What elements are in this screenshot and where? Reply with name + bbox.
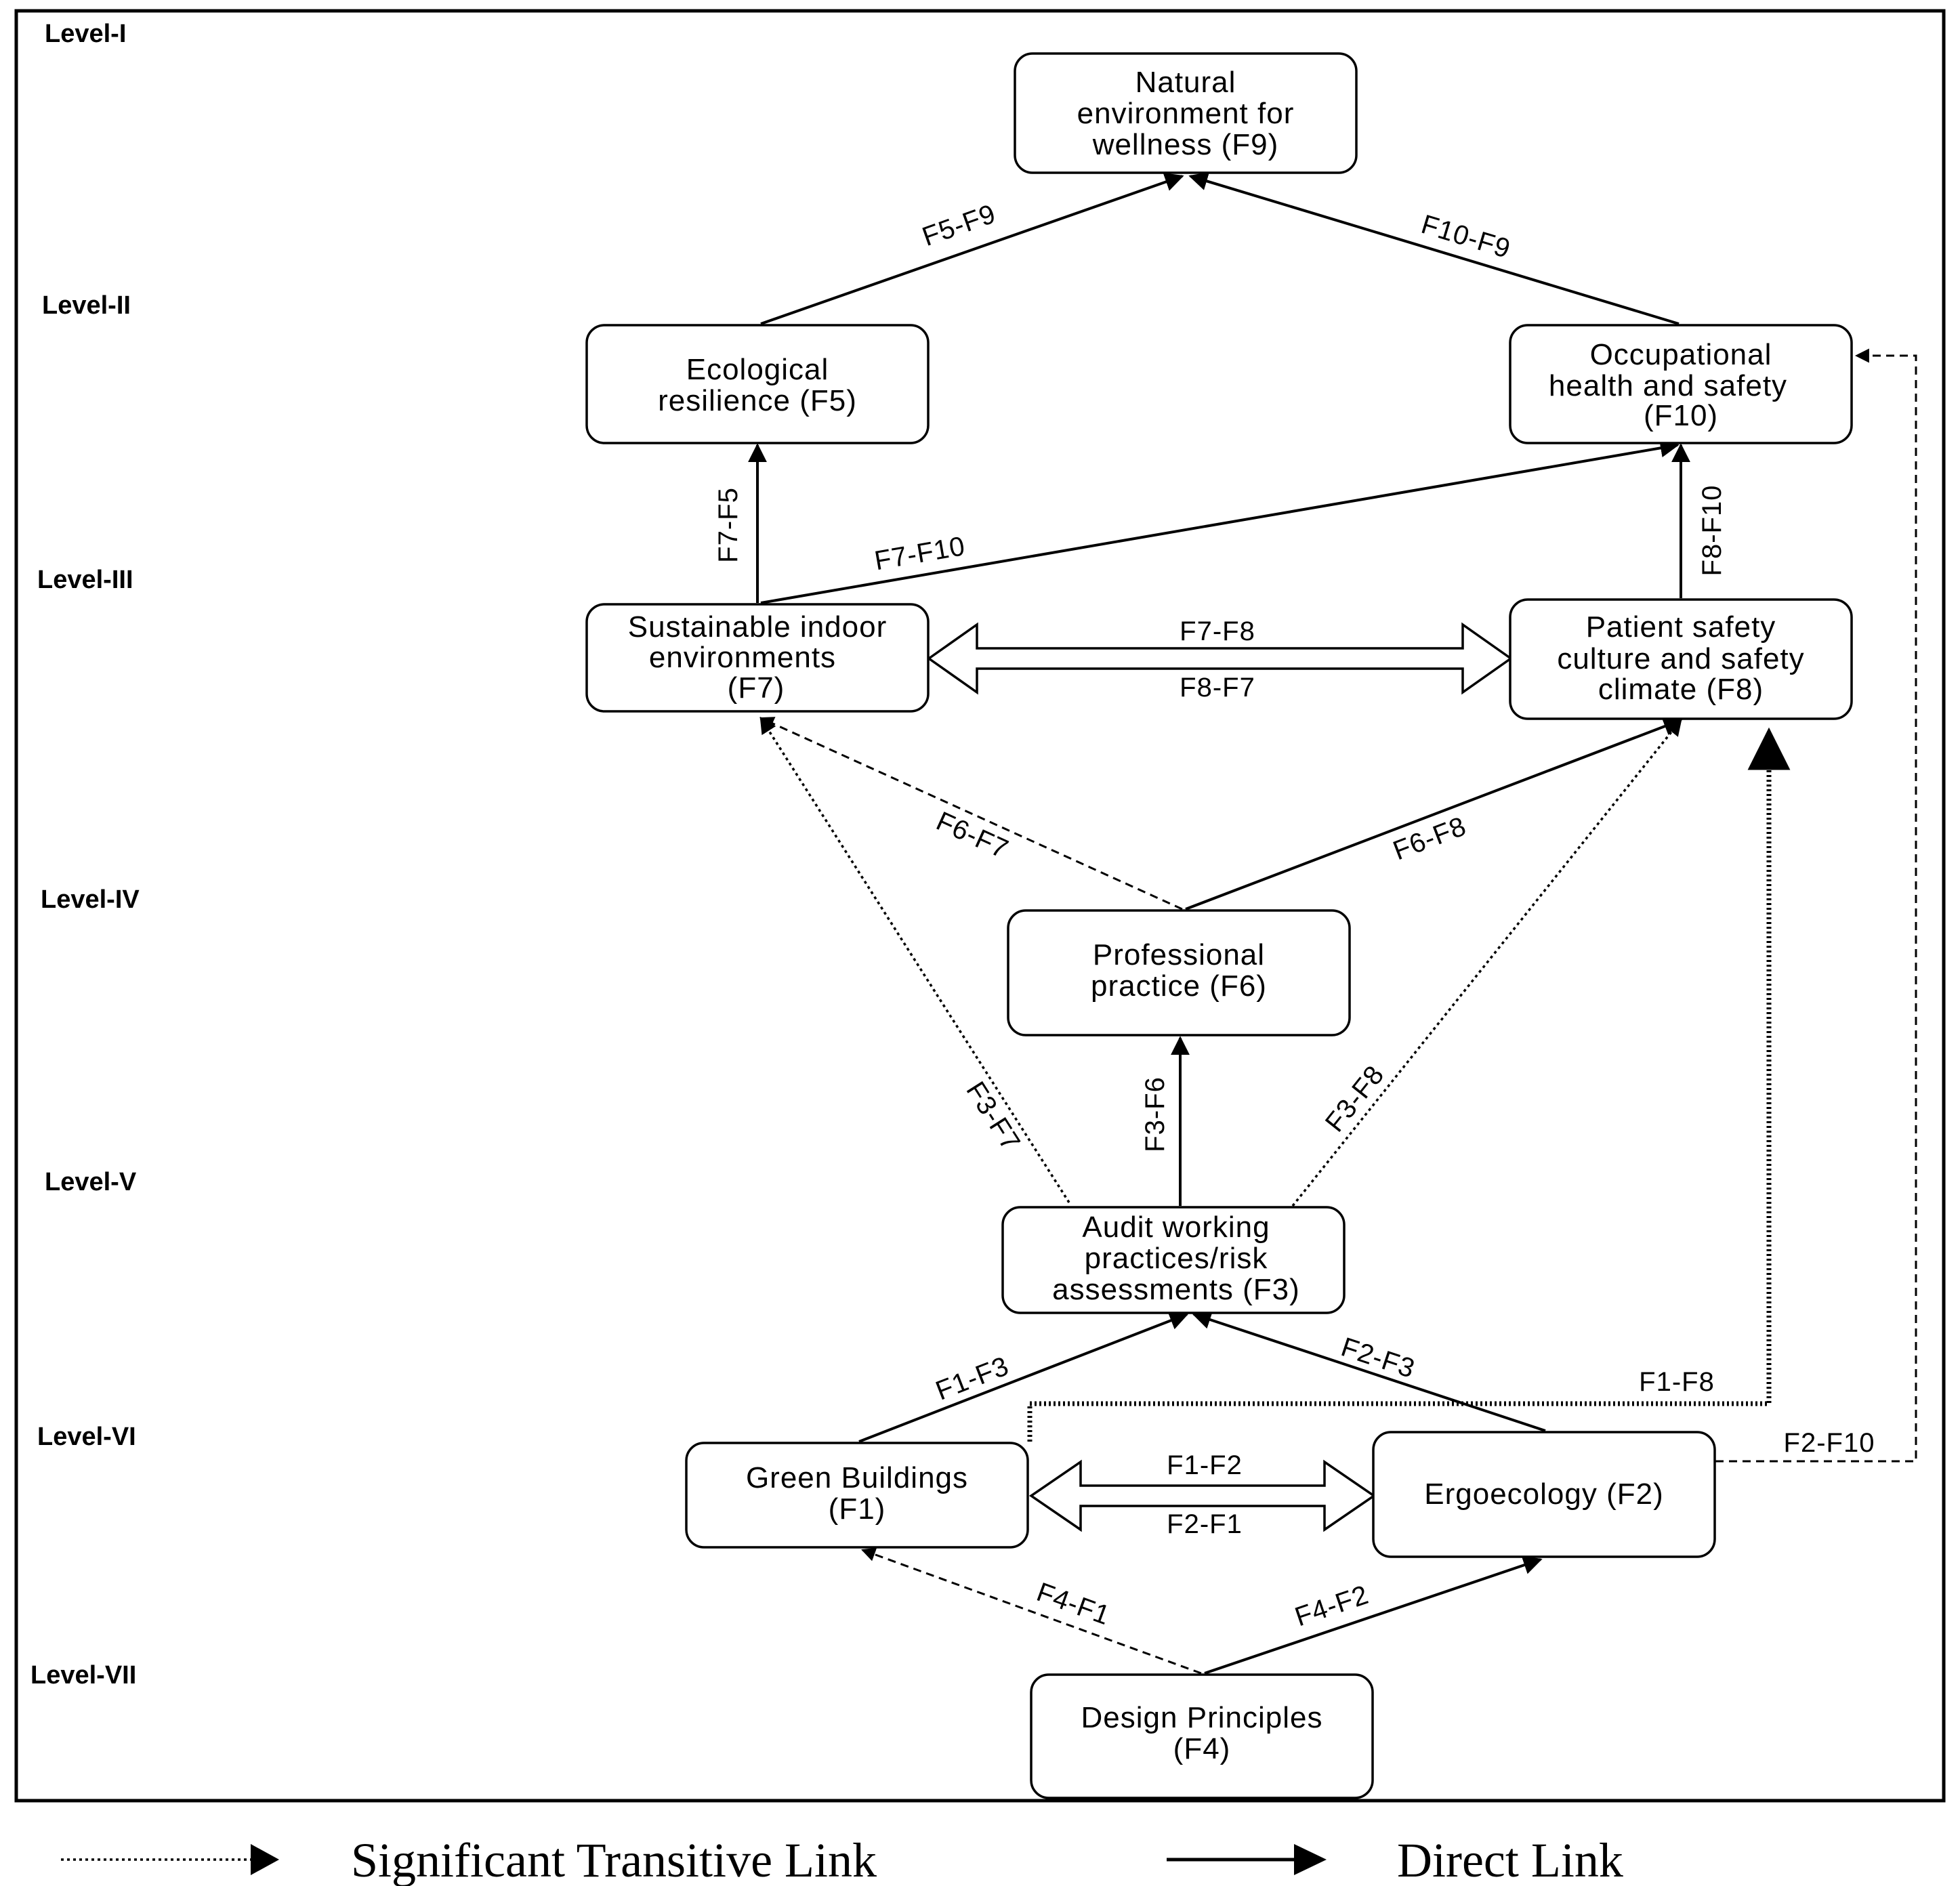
edge-label-f6-f7: F6-F7: [932, 806, 1013, 864]
level-label-5: Level-V: [45, 1168, 137, 1196]
edge-label-f4-f1: F4-F1: [1033, 1577, 1114, 1631]
node-f3: Audit working practices/risk assessments…: [1001, 1206, 1346, 1314]
edge-label-f2-f10: F2-F10: [1784, 1428, 1875, 1458]
edge-label-f3-f7: F3-F7: [960, 1076, 1026, 1156]
node-f7: Sustainable indoor environments (F7): [585, 603, 930, 713]
node-f10-line-2: health and safety: [1549, 369, 1787, 402]
edge-label-f1-f2: F1-F2: [1167, 1450, 1243, 1480]
edge-label-f8-f10: F8-F10: [1697, 485, 1727, 577]
node-f6: Professional practice (F6): [1007, 909, 1351, 1036]
node-f6-line-2: practice (F6): [1091, 969, 1267, 1003]
node-f5-line-2: resilience (F5): [658, 384, 857, 417]
node-f7-line-3: (F7): [728, 671, 785, 705]
level-label-7: Level-VII: [30, 1661, 136, 1690]
legend-direct-label: Direct Link: [1397, 1833, 1623, 1886]
edge-f4-f1: [861, 1547, 1202, 1675]
edge-label-f7-f8: F7-F8: [1180, 616, 1255, 646]
node-f5: Ecological resilience (F5): [585, 324, 930, 444]
node-f4-line-1: Design Principles: [1081, 1701, 1323, 1734]
node-f10-line-3: (F10): [1644, 399, 1718, 432]
edge-label-f6-f8: F6-F8: [1389, 811, 1470, 866]
edge-f2-f3: [1192, 1310, 1546, 1432]
node-f10-line-1: Occupational: [1590, 338, 1772, 371]
level-label-1: Level-I: [45, 20, 126, 48]
node-f7-line-1: Sustainable indoor: [628, 610, 887, 644]
node-f10: Occupational health and safety (F10): [1509, 324, 1853, 444]
node-f1-line-2: (F1): [829, 1492, 886, 1526]
legend-transitive-arrowhead-icon: [251, 1844, 279, 1875]
diagram-frame: [14, 9, 1946, 1803]
node-f4: Design Principles (F4): [1030, 1673, 1374, 1799]
edge-label-f1-f8: F1-F8: [1639, 1367, 1715, 1397]
node-f9-line-2: environment for: [1077, 97, 1295, 130]
node-f1: Green Buildings (F1): [685, 1442, 1029, 1549]
level-label-2: Level-II: [42, 291, 131, 320]
edge-label-f8-f7: F8-F7: [1180, 673, 1255, 703]
edge-label-f7-f5: F7-F5: [713, 487, 743, 563]
node-f1-line-1: Green Buildings: [746, 1461, 968, 1494]
node-f4-line-2: (F4): [1173, 1732, 1231, 1765]
node-f9: Natural environment for wellness (F9): [1014, 52, 1358, 174]
node-f2-line-1: Ergoecology (F2): [1424, 1478, 1663, 1511]
node-f9-line-3: wellness (F9): [1092, 128, 1279, 161]
edge-f1-f3: [858, 1312, 1189, 1443]
edge-f3-f7: [759, 716, 1070, 1203]
level-label-3: Level-III: [37, 566, 133, 594]
node-f3-line-1: Audit working: [1082, 1211, 1270, 1244]
node-f8: Patient safety culture and safety climat…: [1509, 598, 1853, 720]
node-f7-line-2: environments: [649, 641, 836, 674]
node-f9-line-1: Natural: [1135, 66, 1236, 99]
legend-transitive-label: Significant Transitive Link: [351, 1833, 877, 1886]
edge-f5-f9: [760, 173, 1184, 325]
edge-label-f10-f9: F10-F9: [1418, 209, 1514, 264]
node-f2: Ergoecology (F2): [1372, 1431, 1716, 1558]
node-f8-line-2: culture and safety: [1557, 642, 1804, 675]
edge-f6-f8: [1185, 717, 1683, 910]
edge-label-f3-f8: F3-F8: [1320, 1060, 1390, 1138]
level-label-6: Level-VI: [37, 1423, 136, 1451]
edge-f4-f2: [1204, 1555, 1543, 1675]
edge-f7-f10: [760, 438, 1680, 604]
edge-label-f3-f6: F3-F6: [1140, 1076, 1170, 1152]
edge-f2-f10: [1715, 348, 1917, 1463]
node-f3-line-2: practices/risk: [1085, 1242, 1268, 1275]
legend-direct-arrowhead-icon: [1294, 1844, 1327, 1875]
node-f5-line-1: Ecological: [686, 353, 829, 386]
node-f8-line-3: climate (F8): [1598, 673, 1764, 706]
node-f8-line-1: Patient safety: [1586, 610, 1776, 644]
level-label-4: Level-IV: [41, 885, 140, 914]
edge-f10-f9: [1188, 171, 1680, 325]
edge-f1-f8: [1027, 727, 1791, 1442]
edge-label-f4-f2: F4-F2: [1291, 1580, 1373, 1632]
edge-f6-f7: [759, 717, 1183, 910]
node-f3-line-3: assessments (F3): [1052, 1273, 1300, 1306]
edge-label-f2-f1: F2-F1: [1167, 1509, 1243, 1539]
node-f6-line-1: Professional: [1093, 938, 1265, 971]
